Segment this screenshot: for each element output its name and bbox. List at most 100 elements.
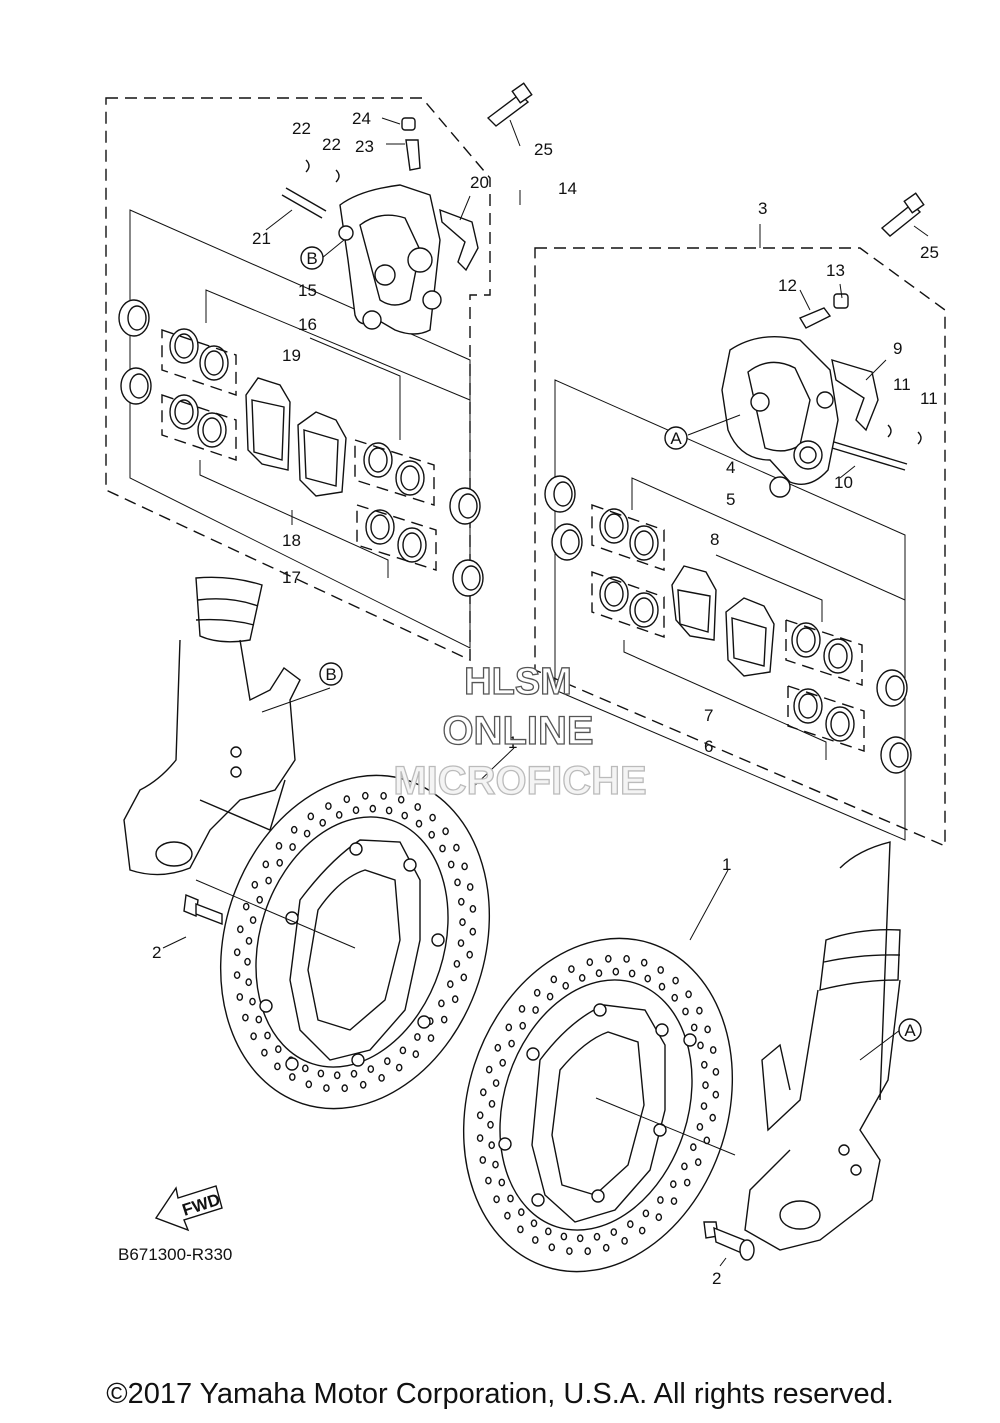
- disc-drill-hole: [461, 862, 468, 871]
- callout-5: 5: [726, 490, 735, 509]
- disc-drill-hole: [460, 973, 468, 982]
- disc-drill-hole: [494, 1043, 502, 1052]
- callout-15: 15: [298, 281, 317, 300]
- disc-drill-hole: [289, 843, 296, 851]
- disc-drill-hole: [397, 795, 405, 804]
- disc-drill-hole: [518, 1005, 526, 1013]
- svg-text:B: B: [306, 249, 317, 268]
- disc-drill-hole: [249, 916, 257, 924]
- disc-drill-hole: [325, 802, 332, 810]
- right-pin-clip-2: [917, 431, 922, 445]
- svg-text:HLSM: HLSM: [464, 661, 572, 703]
- disc-drill-hole: [401, 811, 409, 820]
- callout-24: 24: [352, 109, 371, 128]
- disc-drill-hole: [262, 860, 270, 869]
- disc-drill-hole: [576, 1234, 584, 1243]
- disc-drill-hole: [250, 1032, 257, 1041]
- left-disc-bolt: [183, 893, 223, 926]
- svg-text:A: A: [670, 429, 682, 448]
- marker-A-fork: A: [898, 1018, 922, 1042]
- disc-drill-hole: [638, 1226, 646, 1235]
- disc-drill-hole: [343, 795, 351, 804]
- disc-drill-hole: [249, 997, 256, 1006]
- disc-drill-hole: [466, 950, 474, 959]
- disc-drill-hole: [562, 981, 570, 990]
- fwd-label: FWD: [180, 1190, 223, 1220]
- disc-drill-hole: [415, 819, 423, 828]
- disc-drill-hole: [694, 1158, 702, 1167]
- callout-23: 23: [355, 137, 374, 156]
- disc-drill-hole: [476, 1111, 484, 1120]
- callout-14: 14: [558, 179, 577, 198]
- disc-drill-hole: [627, 1220, 634, 1229]
- disc-drill-hole: [399, 1046, 407, 1055]
- left-pin-clip-2: [335, 169, 340, 183]
- disc-drill-hole: [685, 990, 692, 999]
- disc-drill-hole: [640, 958, 648, 967]
- disc-drill-hole: [479, 1156, 487, 1164]
- disc-drill-hole: [605, 954, 612, 963]
- disc-drill-hole: [380, 792, 387, 800]
- right-caliper-group: [534, 192, 946, 848]
- disc-drill-hole: [378, 1074, 385, 1082]
- left-bleed-screw: [405, 139, 421, 171]
- disc-drill-hole: [453, 960, 461, 968]
- callout-12: 12: [778, 276, 797, 295]
- disc-drill-hole: [518, 1208, 525, 1217]
- left-piston-seals: [169, 328, 427, 563]
- svg-text:B: B: [325, 665, 336, 684]
- disc-drill-hole: [658, 982, 666, 991]
- disc-drill-hole: [548, 1243, 556, 1252]
- disc-drill-hole: [670, 1180, 677, 1189]
- left-fork-leg: [123, 576, 301, 876]
- callout-20: 20: [470, 173, 489, 192]
- right-disc-bolt: [703, 1221, 755, 1261]
- disc-drill-hole: [385, 806, 393, 815]
- disc-drill-hole: [288, 1073, 296, 1081]
- disc-drill-hole: [487, 1120, 494, 1129]
- disc-drill-hole: [530, 1219, 538, 1228]
- disc-drill-hole: [642, 1209, 650, 1218]
- callout-4: 4: [726, 458, 735, 477]
- disc-drill-hole: [427, 1034, 435, 1043]
- disc-drill-hole: [476, 1134, 484, 1143]
- disc-drill-hole: [566, 1247, 573, 1256]
- disc-drill-hole: [479, 1088, 487, 1097]
- left-brake-disc: [219, 774, 491, 1110]
- marker-B-left: B: [300, 246, 324, 270]
- left-assembly-boundary: [105, 97, 491, 662]
- disc-drill-hole: [428, 830, 436, 839]
- marker-B-fork: B: [319, 662, 343, 686]
- disc-drill-hole: [485, 1065, 493, 1074]
- callout-numbers: 25 24 23 22 22 20 14 21 3 25 13 12 15 16…: [152, 109, 939, 1288]
- callout-7: 7: [704, 706, 713, 725]
- disc-drill-hole: [261, 1048, 268, 1057]
- disc-drill-hole: [451, 995, 459, 1004]
- right-caliper-body: [721, 335, 839, 498]
- left-pad-pin: [281, 194, 323, 219]
- disc-drill-hole: [655, 1213, 663, 1222]
- disc-drill-hole: [621, 1237, 628, 1245]
- svg-text:A: A: [904, 1021, 916, 1040]
- disc-drill-hole: [454, 878, 461, 887]
- marker-A-right: A: [664, 426, 688, 450]
- leader-lines: [162, 117, 929, 1267]
- callout-10: 10: [834, 473, 853, 492]
- disc-drill-hole: [350, 1069, 358, 1078]
- disc-drill-hole: [414, 803, 422, 811]
- disc-drill-hole: [256, 895, 264, 904]
- disc-drill-hole: [242, 1013, 249, 1022]
- callout-22: 22: [322, 135, 341, 154]
- right-pad-spring: [831, 358, 879, 432]
- disc-drill-hole: [505, 1023, 513, 1032]
- disc-drill-hole: [657, 1196, 664, 1204]
- right-fork-leg: [744, 841, 901, 1251]
- left-brake-pads: [245, 377, 347, 497]
- callout-17: 17: [282, 568, 301, 587]
- disc-drill-hole: [429, 813, 436, 822]
- disc-drill-hole: [274, 1045, 282, 1054]
- svg-text:MICROFICHE: MICROFICHE: [393, 759, 646, 803]
- callout-16: 16: [298, 315, 317, 334]
- left-disc-holes: [233, 791, 477, 1093]
- disc-drill-hole: [586, 958, 594, 967]
